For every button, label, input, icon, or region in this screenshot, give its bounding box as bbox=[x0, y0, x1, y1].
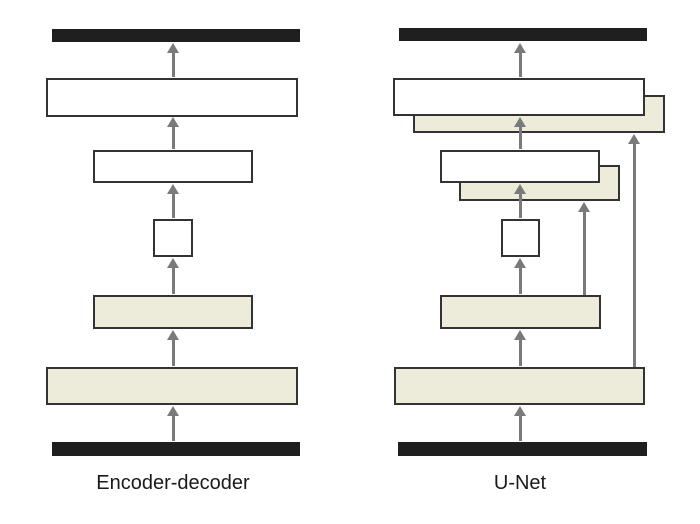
up-arrow-icon bbox=[167, 330, 179, 366]
up-arrow-icon bbox=[514, 117, 526, 149]
encoder-box-large bbox=[46, 367, 298, 405]
up-arrow-icon bbox=[167, 117, 179, 149]
up-arrow-icon bbox=[167, 406, 179, 441]
encoder-box-large bbox=[394, 367, 645, 405]
diagram-label: Encoder-decoder bbox=[96, 472, 250, 494]
up-arrow-icon bbox=[514, 406, 526, 441]
output-bar bbox=[399, 28, 647, 41]
up-arrow-icon bbox=[167, 43, 179, 77]
up-arrow-icon bbox=[514, 330, 526, 366]
up-arrow-icon bbox=[167, 258, 179, 294]
encoder-box-small bbox=[440, 295, 601, 329]
decoder-box-small bbox=[93, 150, 253, 183]
output-bar bbox=[52, 29, 300, 42]
bottleneck-box bbox=[153, 219, 193, 257]
decoder-box-large bbox=[393, 78, 645, 116]
encoder-box-small bbox=[93, 295, 253, 329]
input-bar bbox=[398, 442, 647, 456]
decoder-box-large bbox=[46, 78, 298, 117]
up-arrow-icon bbox=[514, 43, 526, 77]
decoder-box-small bbox=[440, 150, 600, 183]
input-bar bbox=[52, 442, 300, 456]
up-arrow-icon bbox=[514, 184, 526, 218]
up-arrow-icon bbox=[514, 258, 526, 294]
skip-connection-arrow-small bbox=[578, 202, 590, 295]
diagram-label: U-Net bbox=[493, 472, 547, 494]
up-arrow-icon bbox=[167, 184, 179, 218]
bottleneck-box bbox=[501, 219, 540, 257]
skip-connection-arrow-large bbox=[628, 134, 640, 367]
